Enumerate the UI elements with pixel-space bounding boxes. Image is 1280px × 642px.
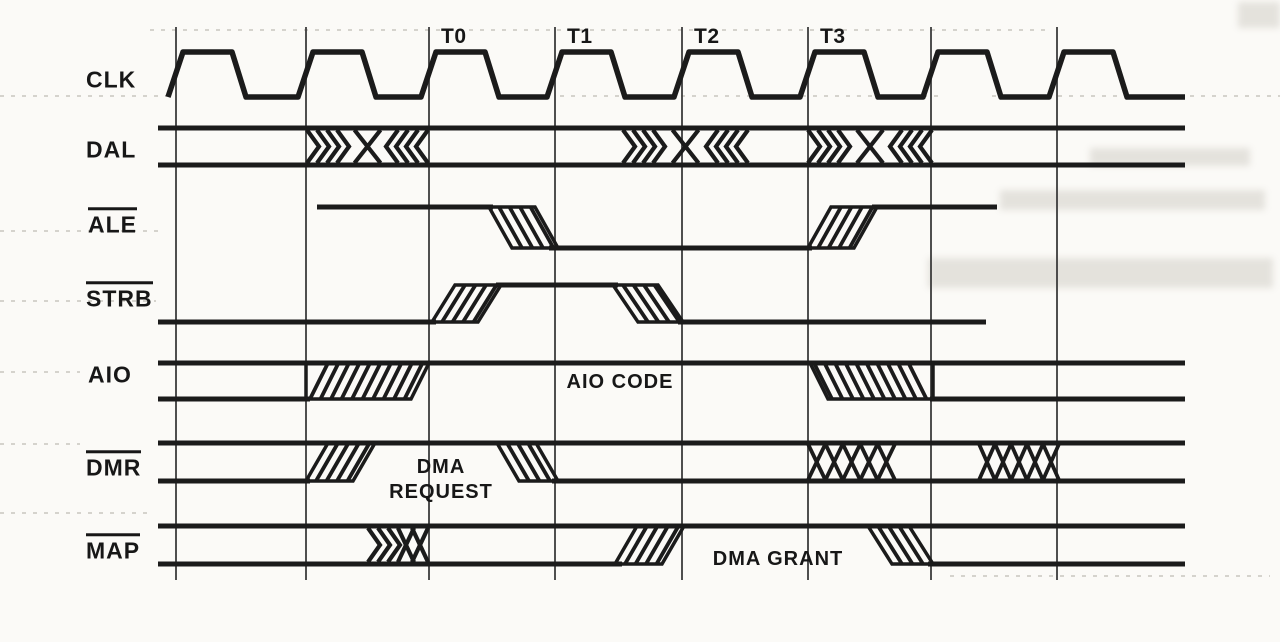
time-marker-t0: T0 [441, 25, 467, 48]
signal-wave-strb [158, 282, 986, 325]
signal-wave-dmr [158, 440, 1185, 484]
signal-wave-map [158, 523, 1185, 567]
annotation-dma-request-line1: DMA [416, 456, 466, 478]
signal-name-text: AIO [88, 361, 132, 388]
signal-label-dal: DAL [86, 136, 137, 163]
signal-wave-ale [317, 204, 997, 251]
paper-artifacts [0, 2, 1280, 577]
signal-name-text: STRB [86, 281, 153, 310]
signal-wave-clk [165, 49, 1185, 100]
signal-label-ale: ALE [88, 207, 137, 236]
signal-name-text: ALE [88, 207, 137, 236]
signal-label-map: MAP [86, 533, 141, 562]
signal-name-text: DAL [86, 136, 137, 163]
signal-wave-aio [158, 360, 1185, 402]
signal-label-dmr: DMR [86, 450, 142, 479]
time-marker-t2: T2 [694, 25, 720, 48]
annotation-dma-grant: DMA GRANT [712, 548, 844, 570]
signal-label-aio: AIO [88, 361, 132, 388]
time-marker-t3: T3 [820, 25, 846, 48]
signal-name-text: CLK [86, 66, 137, 93]
signal-label-strb: STRB [86, 281, 153, 310]
signal-name-text: DMR [86, 450, 142, 479]
signal-label-clk: CLK [86, 66, 137, 93]
annotation-aio-code: AIO CODE [566, 371, 674, 393]
annotation-dma-request-line2: REQUEST [389, 481, 493, 503]
time-marker-t1: T1 [567, 25, 593, 48]
signal-name-text: MAP [86, 533, 141, 562]
signal-wave-dal [158, 125, 1185, 168]
time-gridlines [175, 27, 1058, 580]
